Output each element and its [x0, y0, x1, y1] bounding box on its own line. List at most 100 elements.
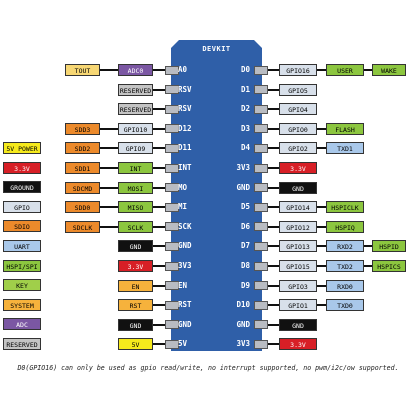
- connector: [153, 206, 165, 209]
- left-pin-2: [165, 104, 179, 114]
- right-pin-10: [254, 261, 268, 271]
- right-pin-3: [254, 124, 268, 134]
- connector: [268, 186, 279, 189]
- pin-function-label: GPIO1: [279, 299, 317, 312]
- left-pin-label: A0: [178, 65, 188, 74]
- right-pin-label: 3V3: [236, 339, 250, 349]
- pin-function-label: 3.3V: [279, 338, 317, 351]
- pin-function-label: GPIO2: [279, 142, 317, 155]
- connector: [268, 284, 279, 287]
- left-pin-label: INT: [178, 163, 192, 172]
- connector: [364, 69, 372, 71]
- connector: [153, 186, 165, 189]
- legend-item: RESERVED: [3, 338, 41, 350]
- pin-function-label: TOUT: [65, 64, 100, 76]
- pin-function-label: RXD2: [326, 240, 364, 253]
- pin-function-label: HSPID: [372, 240, 406, 253]
- connector: [268, 304, 279, 307]
- left-pin-9: [165, 241, 179, 251]
- right-pin-label: D3: [240, 123, 250, 133]
- pin-function-label: ADC0: [118, 64, 153, 76]
- right-pin-label: D7: [240, 241, 250, 251]
- connector: [153, 343, 165, 346]
- connector: [153, 304, 165, 307]
- left-pin-7: [165, 202, 179, 212]
- connector: [317, 225, 326, 228]
- pin-function-label: USER: [326, 64, 364, 76]
- connector: [100, 167, 118, 169]
- right-pin-2: [254, 104, 268, 114]
- right-pin-label: D1: [240, 84, 250, 94]
- left-pin-label: GND: [178, 241, 192, 251]
- legend-item: ADC: [3, 318, 41, 331]
- left-pin-0: [165, 65, 179, 75]
- pin-function-label: FLASH: [326, 122, 364, 135]
- connector: [317, 265, 326, 267]
- connector: [317, 245, 326, 248]
- right-pin-5: [254, 163, 268, 173]
- connector: [364, 245, 372, 248]
- connector: [268, 323, 279, 326]
- right-pin-label: D6: [240, 221, 250, 231]
- pin-function-label: GPIO5: [279, 83, 317, 96]
- pin-function-label: SDD3: [65, 122, 100, 135]
- pin-function-label: SDD0: [65, 201, 100, 214]
- connector: [153, 323, 165, 326]
- legend-item: KEY: [3, 279, 41, 292]
- pin-function-label: GPIO3: [279, 279, 317, 292]
- pin-function-label: GND: [279, 181, 317, 194]
- left-pin-label: RST: [178, 300, 192, 310]
- connector: [153, 167, 165, 169]
- pin-function-label: GPIO15: [279, 260, 317, 272]
- pin-function-label: HSPIQ: [326, 220, 364, 233]
- left-pin-label: MO: [178, 182, 188, 192]
- pin-function-label: TXD2: [326, 260, 364, 272]
- left-pin-label: RSV: [178, 104, 192, 114]
- pin-function-label: GPIO4: [279, 103, 317, 116]
- right-pin-label: D9: [240, 280, 250, 290]
- connector: [100, 206, 118, 209]
- left-pin-12: [165, 300, 179, 310]
- left-pin-label: D11: [178, 143, 192, 153]
- right-pin-7: [254, 202, 268, 212]
- pin-function-label: GPIO12: [279, 220, 317, 233]
- connector: [100, 186, 118, 189]
- right-pin-13: [254, 320, 268, 330]
- left-pin-14: [165, 339, 179, 349]
- pin-function-label: SDD2: [65, 142, 100, 155]
- connector: [100, 147, 118, 150]
- connector: [317, 127, 326, 130]
- left-pin-label: 5V: [178, 339, 188, 349]
- pin-function-label: GND: [118, 240, 153, 253]
- right-pin-label: GND: [236, 319, 250, 329]
- pin-function-label: EN: [118, 279, 153, 292]
- legend-item: GPIO: [3, 200, 41, 213]
- connector: [153, 284, 165, 287]
- left-pin-label: EN: [178, 280, 188, 290]
- connector: [153, 245, 165, 248]
- left-pin-13: [165, 320, 179, 330]
- pin-function-label: GPIO16: [279, 64, 317, 76]
- right-pin-0: [254, 65, 268, 75]
- legend-item: GROUND: [3, 181, 41, 194]
- pin-function-label: 3.3V: [279, 162, 317, 174]
- pin-function-label: MOSI: [118, 181, 153, 194]
- pin-function-label: HSPICS: [372, 260, 406, 272]
- connector: [317, 69, 326, 71]
- connector: [153, 147, 165, 150]
- left-pin-11: [165, 281, 179, 291]
- right-pin-label: D4: [240, 143, 250, 153]
- pin-function-label: INT: [118, 162, 153, 174]
- footnote: D0(GPIO16) can only be used as gpio read…: [17, 364, 399, 372]
- pin-function-label: TXD1: [326, 142, 364, 155]
- pin-function-label: RESERVED: [118, 103, 153, 116]
- pin-function-label: SDD1: [65, 162, 100, 174]
- pin-function-label: GPIO14: [279, 201, 317, 214]
- pin-function-label: MISO: [118, 201, 153, 214]
- left-pin-label: RSV: [178, 84, 192, 94]
- legend-item: SDIO: [3, 220, 41, 233]
- right-pin-label: D5: [240, 202, 250, 212]
- left-pin-5: [165, 163, 179, 173]
- connector: [268, 343, 279, 346]
